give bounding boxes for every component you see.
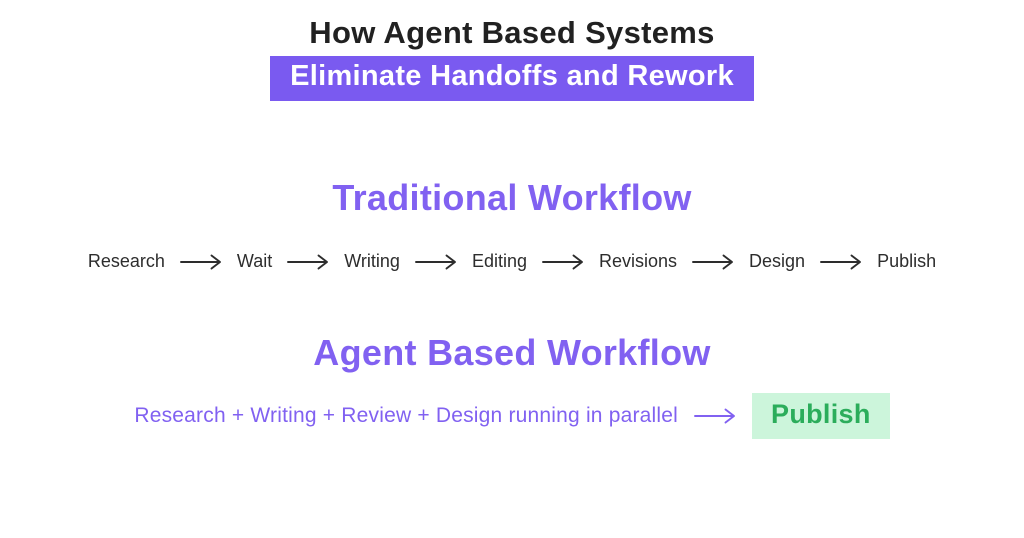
parallel-steps-text: Research + Writing + Review + Design run…	[134, 404, 679, 427]
agent-flow-row: Research + Writing + Review + Design run…	[0, 393, 1024, 439]
long-right-arrow-icon	[179, 254, 223, 270]
long-right-arrow-icon	[541, 254, 585, 270]
main-title: How Agent Based Systems	[309, 15, 715, 50]
flow-step-label: Publish	[877, 251, 937, 271]
publish-badge: Publish	[752, 393, 890, 439]
long-right-arrow-icon	[286, 254, 330, 270]
long-right-arrow-icon	[819, 254, 863, 270]
highlight-banner-row: Eliminate Handoffs and Rework	[0, 56, 1024, 101]
highlight-banner: Eliminate Handoffs and Rework	[270, 56, 754, 101]
long-right-arrow-icon	[414, 254, 458, 270]
flow-step-label: Revisions	[599, 251, 678, 271]
flow-step-label: Wait	[236, 251, 273, 271]
traditional-workflow-heading: Traditional Workflow	[332, 177, 692, 218]
flow-step-label: Design	[749, 251, 806, 271]
flow-step-label: Writing	[344, 251, 400, 271]
long-right-arrow-icon	[693, 408, 737, 424]
long-right-arrow-icon	[691, 254, 735, 270]
flow-step-label: Research	[87, 251, 165, 271]
agent-workflow-heading: Agent Based Workflow	[313, 332, 711, 373]
traditional-flow-row: Research Wait Writing Editing Revisions Desig…	[0, 251, 1024, 272]
flow-step-label: Editing	[471, 251, 527, 271]
